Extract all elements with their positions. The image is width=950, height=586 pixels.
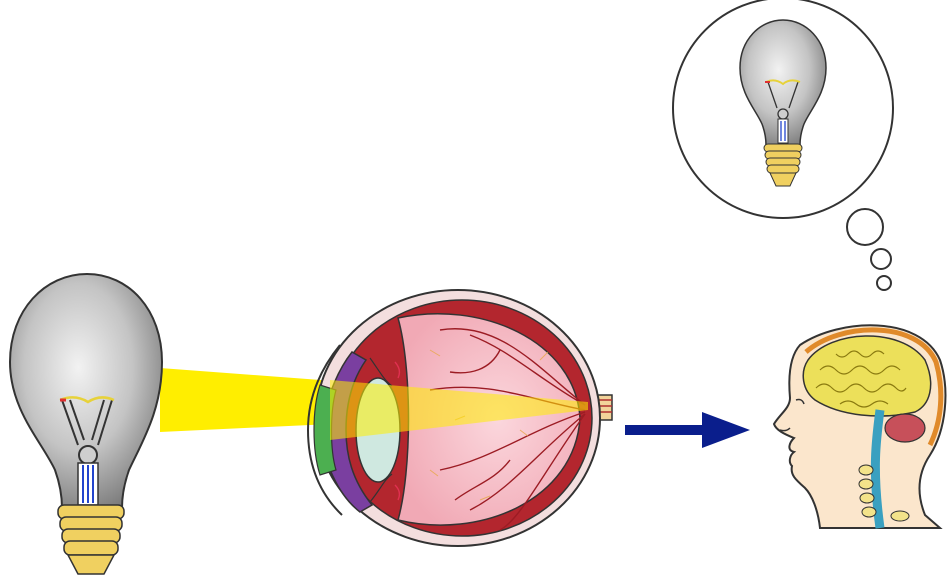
right-arrow-icon: [625, 412, 750, 448]
light-bulb-icon: [10, 274, 162, 574]
bulb-base: [58, 505, 124, 574]
human-head-brain-icon: [774, 325, 945, 528]
